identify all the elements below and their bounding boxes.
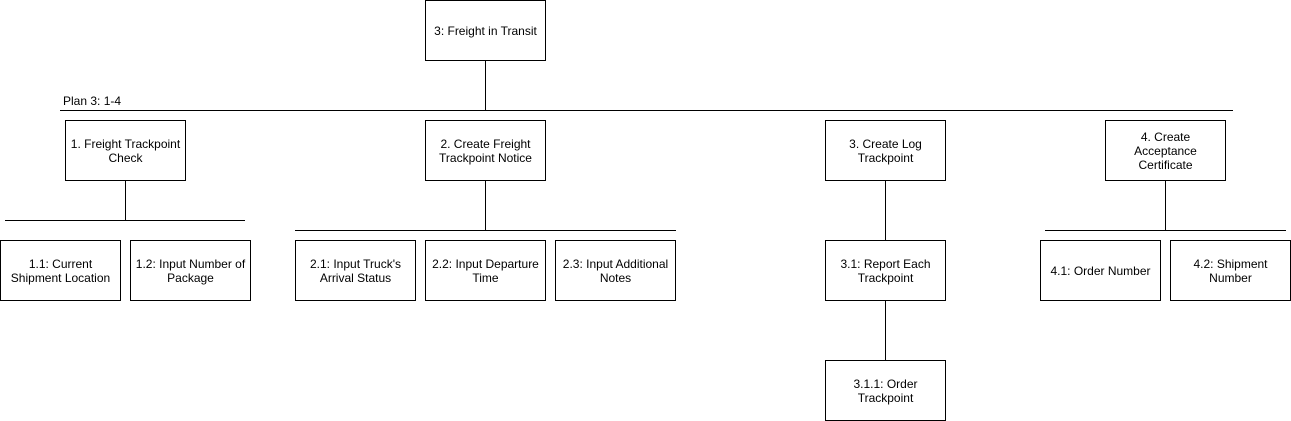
subtask-node-1-2: 1.2: Input Number of Package [130,240,251,301]
subtask-node-3-1: 3.1: Report Each Trackpoint [825,240,946,301]
subtask-node-2-3: 2.3: Input Additional Notes [555,240,676,301]
subtask-node-4-1: 4.1: Order Number [1040,240,1161,301]
root-node: 3: Freight in Transit [425,0,546,61]
subtask-node-2-1: 2.1: Input Truck's Arrival Status [295,240,416,301]
task-node-4: 4. Create Acceptance Certificate [1105,120,1226,181]
subtask-node-2-2: 2.2: Input Departure Time [425,240,546,301]
plan-label: Plan 3: 1-4 [63,94,122,108]
task-node-2: 2. Create Freight Trackpoint Notice [425,120,546,181]
subtask-node-3-1-1: 3.1.1: Order Trackpoint [825,360,946,421]
task-node-1: 1. Freight Trackpoint Check [65,120,186,181]
task-node-3: 3. Create Log Trackpoint [825,120,946,181]
subtask-node-4-2: 4.2: Shipment Number [1170,240,1291,301]
subtask-node-1-1: 1.1: Current Shipment Location [0,240,121,301]
